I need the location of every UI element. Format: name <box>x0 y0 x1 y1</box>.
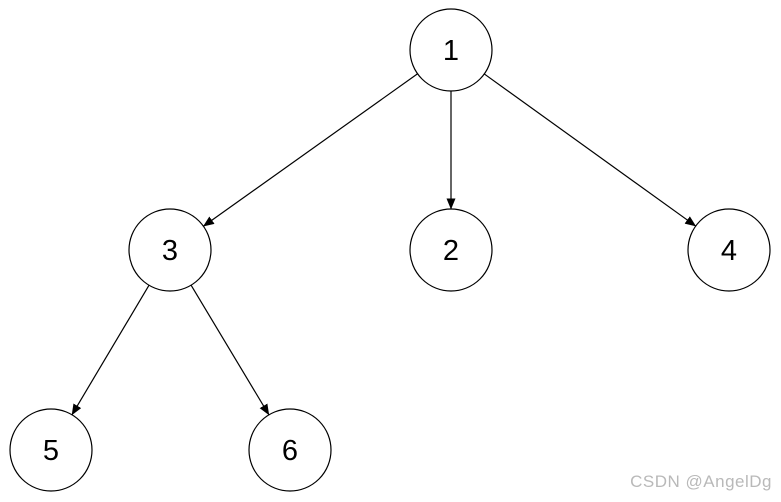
tree-node-2: 2 <box>409 208 493 292</box>
node-label-2: 2 <box>443 235 459 267</box>
watermark: CSDN @AngelDg <box>630 472 772 491</box>
node-label-3: 3 <box>162 235 178 267</box>
node-circle-1 <box>409 8 493 92</box>
node-label-5: 5 <box>43 435 59 467</box>
tree-node-3: 3 <box>128 208 212 292</box>
node-circle-4 <box>687 208 771 292</box>
nodes-layer: 1 3 2 4 5 6 <box>9 8 771 492</box>
tree-node-4: 4 <box>687 208 771 292</box>
node-label-1: 1 <box>443 35 459 67</box>
node-circle-6 <box>248 408 332 492</box>
tree-node-6: 6 <box>248 408 332 492</box>
node-circle-2 <box>409 208 493 292</box>
edge-1-to-4 <box>483 73 697 227</box>
node-label-4: 4 <box>721 235 737 267</box>
node-circle-3 <box>128 208 212 292</box>
edge-3-to-5 <box>71 284 150 416</box>
edge-1-to-3 <box>202 73 418 227</box>
edges-layer <box>71 73 697 416</box>
tree-node-1: 1 <box>409 8 493 92</box>
tree-node-5: 5 <box>9 408 93 492</box>
edge-3-to-6 <box>190 284 270 416</box>
node-circle-5 <box>9 408 93 492</box>
node-label-6: 6 <box>282 435 298 467</box>
